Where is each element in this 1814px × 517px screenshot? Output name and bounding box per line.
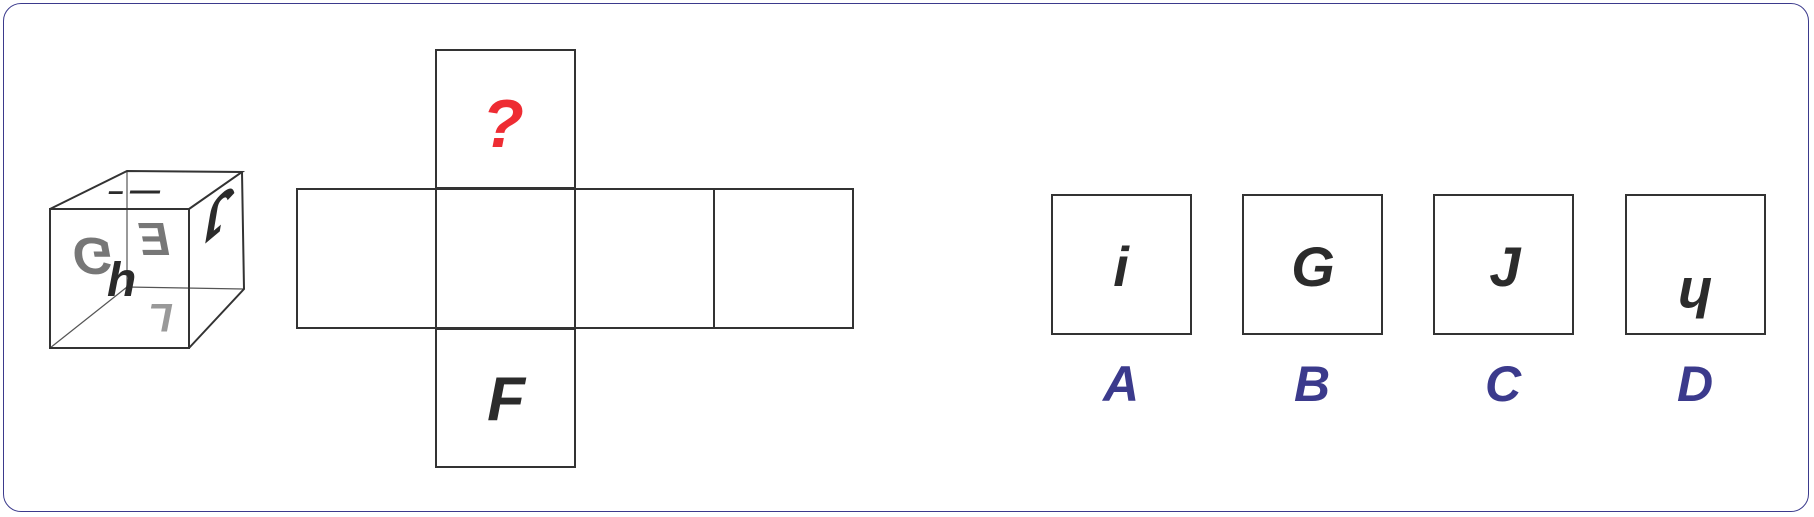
option-a-letter: A xyxy=(1101,356,1139,412)
net-question-mark: ? xyxy=(482,86,524,162)
net-face-1 xyxy=(296,188,437,329)
option-a-glyph: i xyxy=(1113,235,1130,298)
cube-glyph-front-bottom: L xyxy=(149,295,173,339)
cube-net xyxy=(296,49,854,468)
option-b-letter: B xyxy=(1294,356,1330,412)
cube-glyph-front-left: G xyxy=(72,226,112,284)
option-b[interactable]: G B xyxy=(1242,194,1383,412)
option-c[interactable]: J C xyxy=(1433,194,1574,412)
answer-options: i A G B J C h D xyxy=(1051,194,1766,412)
net-face-2 xyxy=(435,188,576,329)
net-face-bottom xyxy=(435,328,576,468)
cube-glyph-front-right: E xyxy=(138,213,170,265)
option-d[interactable]: h D xyxy=(1625,194,1766,412)
option-c-letter: C xyxy=(1485,356,1522,412)
option-d-letter: D xyxy=(1677,356,1713,412)
puzzle-frame xyxy=(3,3,1809,512)
net-face-4 xyxy=(713,188,854,329)
net-face-3 xyxy=(574,188,715,329)
net-glyph-bottom: F xyxy=(487,365,527,434)
option-d-glyph: h xyxy=(1678,266,1712,329)
cube-glyph-front-center: h xyxy=(107,254,136,307)
cube-glyph-top-left: – xyxy=(108,175,124,206)
cube-figure xyxy=(49,169,246,349)
cube-glyph-right-side: J xyxy=(205,172,235,256)
cube-glyphs: G E h L J – — xyxy=(72,172,235,339)
cube-glyph-top-right: — xyxy=(129,174,161,207)
option-b-glyph: G xyxy=(1291,235,1335,298)
option-c-glyph: J xyxy=(1489,235,1522,298)
option-a[interactable]: i A xyxy=(1051,194,1192,412)
